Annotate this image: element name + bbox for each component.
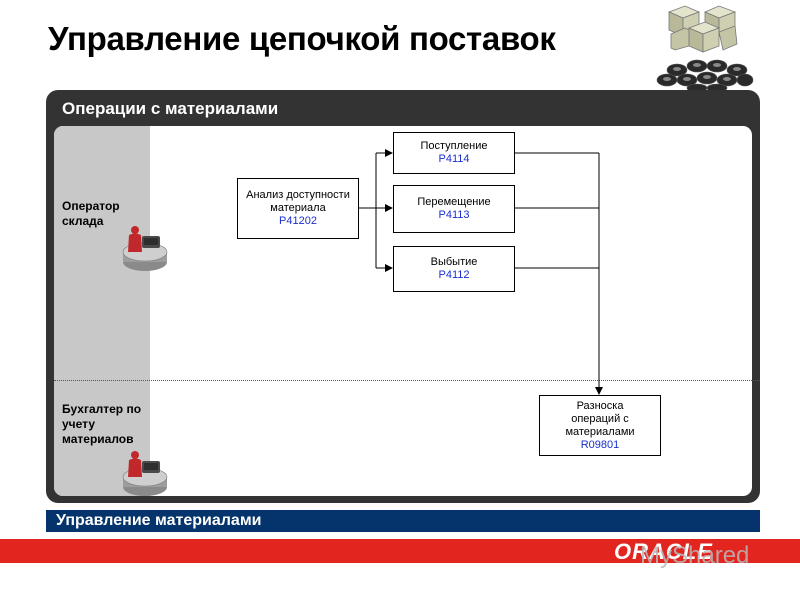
- box-label: Выбытие: [430, 256, 478, 268]
- materials-accountant-icon: [122, 451, 168, 496]
- box-code: P4113: [438, 209, 470, 221]
- box-code: P4112: [438, 269, 470, 281]
- section-footer-bar: [46, 510, 760, 532]
- box-code: P4114: [438, 153, 470, 165]
- lane-divider: [54, 380, 760, 381]
- warehouse-operator-icon: [122, 226, 168, 271]
- lane-column: [54, 126, 150, 496]
- page-title: Управление цепочкой поставок: [48, 20, 556, 57]
- box-code: R09801: [580, 438, 620, 451]
- lane-label-materials-accountant: Бухгалтер по учету материалов: [62, 402, 142, 446]
- lane-label-warehouse-operator: Оператор склада: [62, 199, 120, 228]
- box-issue[interactable]: Выбытие P4112: [393, 246, 515, 292]
- supply-chain-logo-icon: [656, 5, 754, 92]
- frame-title: Операции с материалами: [62, 99, 279, 118]
- box-transfer[interactable]: Перемещение P4113: [393, 185, 515, 233]
- box-material-availability-analysis[interactable]: Анализ доступности материала P41202: [237, 178, 359, 239]
- section-footer-title: Управление материалами: [56, 512, 262, 529]
- watermark: MyShared: [640, 542, 750, 569]
- box-label: Анализ доступности материала: [246, 189, 350, 214]
- box-label: Перемещение: [417, 196, 491, 208]
- box-code: P41202: [279, 215, 317, 227]
- brand-stripe: [0, 539, 800, 563]
- box-label: Поступление: [420, 140, 488, 152]
- box-receipt[interactable]: Поступление P4114: [393, 132, 515, 174]
- box-label: Разноска операций с материалами: [565, 399, 635, 438]
- box-material-transactions-posting[interactable]: Разноска операций с материалами R09801: [539, 395, 661, 456]
- oracle-logo: ORACLE: [614, 539, 713, 564]
